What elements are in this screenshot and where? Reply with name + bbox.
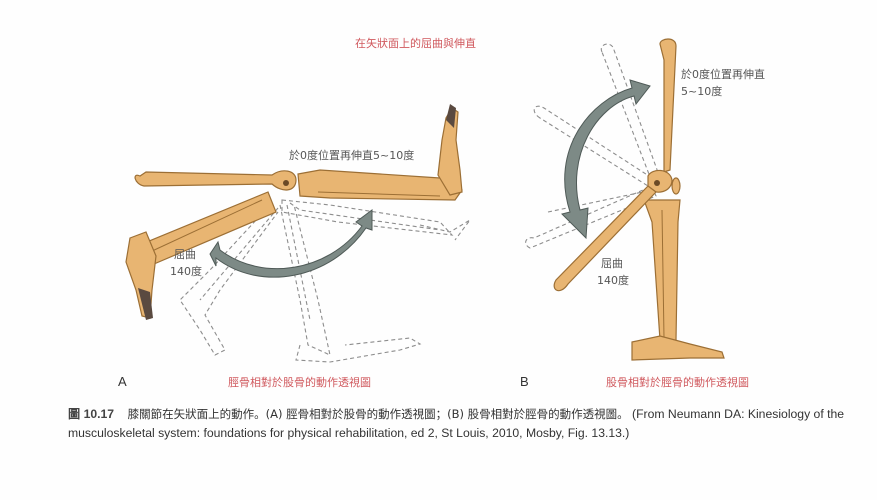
panel-b-flexion-label-1: 屈曲 xyxy=(601,257,623,270)
panel-a-diagram xyxy=(125,104,471,363)
panel-a-subtitle: 脛骨相對於股骨的動作透視圖 xyxy=(228,376,371,389)
femur-flexed-b xyxy=(553,185,657,292)
panel-b-letter: B xyxy=(520,374,529,389)
caption-citation: (From Neumann DA: Kinesiology of the mus… xyxy=(68,407,845,440)
panel-b-subtitle: 股骨相對於脛骨的動作透視圖 xyxy=(606,376,749,389)
panel-a-letter: A xyxy=(118,374,127,389)
panel-a-ghost-legs xyxy=(179,199,471,363)
panel-a-flexion-label-1: 屈曲 xyxy=(174,248,196,261)
panel-b-diagram xyxy=(525,38,725,361)
flexion-extension-arrow-b xyxy=(561,79,651,240)
femur-extended-b xyxy=(659,38,677,173)
panel-a-flexion-label-2: 140度 xyxy=(170,265,202,278)
panel-b-flexion-label-2: 140度 xyxy=(597,274,629,287)
figure-number: 圖 10.17 xyxy=(68,407,115,421)
femur-a xyxy=(134,170,297,191)
figure-caption: 圖 10.17 膝關節在矢狀面上的動作。(A) 脛骨相對於股骨的動作透視圖；(B… xyxy=(68,405,848,443)
panel-b-ghost-femurs xyxy=(525,43,661,249)
caption-text-zh: 膝關節在矢狀面上的動作。(A) 脛骨相對於股骨的動作透視圖；(B) 股骨相對於脛… xyxy=(127,407,629,421)
panel-a-extension-label: 於0度位置再伸直5~10度 xyxy=(289,149,415,162)
figure-title: 在矢狀面上的屈曲與伸直 xyxy=(355,37,476,50)
panel-b-extension-label-2: 5~10度 xyxy=(681,85,723,98)
panel-b-extension-label-1: 於0度位置再伸直 xyxy=(681,68,765,81)
flexion-extension-arrow-a xyxy=(209,209,373,278)
